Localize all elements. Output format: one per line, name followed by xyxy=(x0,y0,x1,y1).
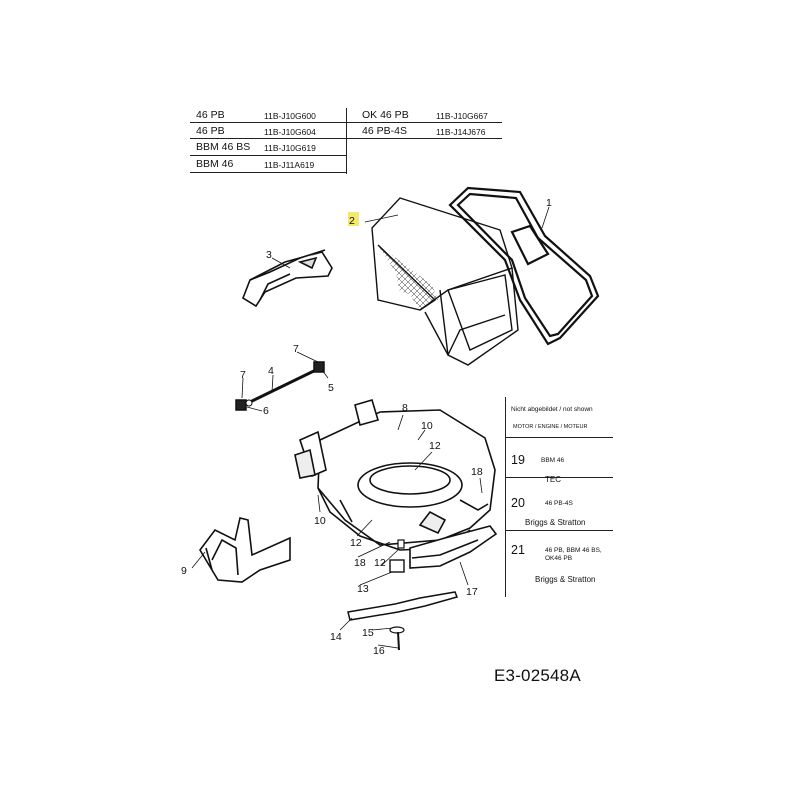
blade-assembly xyxy=(347,539,459,651)
reference-code: E3-02548A xyxy=(494,666,581,685)
table-divider xyxy=(346,108,347,174)
table-divider xyxy=(505,477,613,478)
callout-5: 5 xyxy=(328,382,334,394)
model-name: BBM 46 BS xyxy=(196,141,251,153)
callout-16: 16 xyxy=(373,645,385,657)
model-code: 11B-J10G619 xyxy=(264,143,316,153)
model-code: 11B-J10G604 xyxy=(264,127,316,137)
callout-17: 17 xyxy=(466,586,478,598)
callout-7: 7 xyxy=(293,343,299,355)
callout-14: 14 xyxy=(330,631,342,643)
motor-row-engine: Briggs & Stratton xyxy=(535,575,596,584)
motor-row-number: 19 xyxy=(511,453,525,467)
rear-flap xyxy=(242,249,333,308)
table-divider xyxy=(190,155,346,156)
callout-highlight xyxy=(348,212,359,226)
bag-frame xyxy=(448,186,600,346)
motor-header: Nicht abgebildet / not shown xyxy=(511,406,593,413)
callout-12: 12 xyxy=(350,537,362,549)
callout-1: 1 xyxy=(546,197,552,209)
table-divider xyxy=(505,437,613,438)
callout-10: 10 xyxy=(421,420,433,432)
motor-row-number: 21 xyxy=(511,543,525,557)
model-code: 11B-J14J676 xyxy=(436,127,486,137)
callout-3: 3 xyxy=(266,249,272,261)
model-code: 11B-J10G600 xyxy=(264,111,316,121)
callout-9: 9 xyxy=(181,565,187,577)
callout-12: 12 xyxy=(374,557,386,569)
callout-2: 2 xyxy=(349,215,355,227)
side-discharge-chute xyxy=(199,517,291,583)
callout-12: 12 xyxy=(429,440,441,452)
model-code: 11B-J11A619 xyxy=(264,160,315,170)
callout-18: 18 xyxy=(471,466,483,478)
model-name: OK 46 PB xyxy=(362,109,409,121)
motor-table: Nicht abgebildet / not shown MOTOR / ENG… xyxy=(505,397,613,597)
table-divider xyxy=(505,530,613,531)
callout-15: 15 xyxy=(362,627,374,639)
motor-row-models: 46 PB, BBM 46 BS, OK46 PB xyxy=(545,547,602,562)
motor-row-number: 20 xyxy=(511,496,525,510)
model-table: 46 PB 11B-J10G600 46 PB 11B-J10G604 BBM … xyxy=(190,108,502,174)
callout-7: 7 xyxy=(240,369,246,381)
leader-lines xyxy=(191,206,550,649)
model-code: 11B-J10G667 xyxy=(436,111,488,121)
model-name: 46 PB-4S xyxy=(362,125,407,137)
callout-6: 6 xyxy=(263,405,269,417)
motor-row-engine: Briggs & Stratton xyxy=(525,518,586,527)
callout-8: 8 xyxy=(402,402,408,414)
front-skirt xyxy=(409,525,498,569)
table-divider xyxy=(190,172,346,173)
motor-subheader: MOTOR / ENGINE / MOTEUR xyxy=(513,424,588,430)
model-name: BBM 46 xyxy=(196,158,234,170)
grass-bag xyxy=(371,197,519,366)
motor-row-models: 46 PB-4S xyxy=(545,500,573,507)
motor-row-models: BBM 46 xyxy=(541,457,565,464)
callout-18: 18 xyxy=(354,557,366,569)
motor-row-engine: TEC xyxy=(545,475,561,484)
callout-13: 13 xyxy=(357,583,369,595)
callout-4: 4 xyxy=(268,365,274,377)
mower-deck xyxy=(294,399,496,551)
callout-10: 10 xyxy=(314,515,326,527)
model-name: 46 PB xyxy=(196,125,225,137)
axle-assembly xyxy=(235,361,325,411)
model-name: 46 PB xyxy=(196,109,225,121)
table-divider xyxy=(505,397,506,597)
